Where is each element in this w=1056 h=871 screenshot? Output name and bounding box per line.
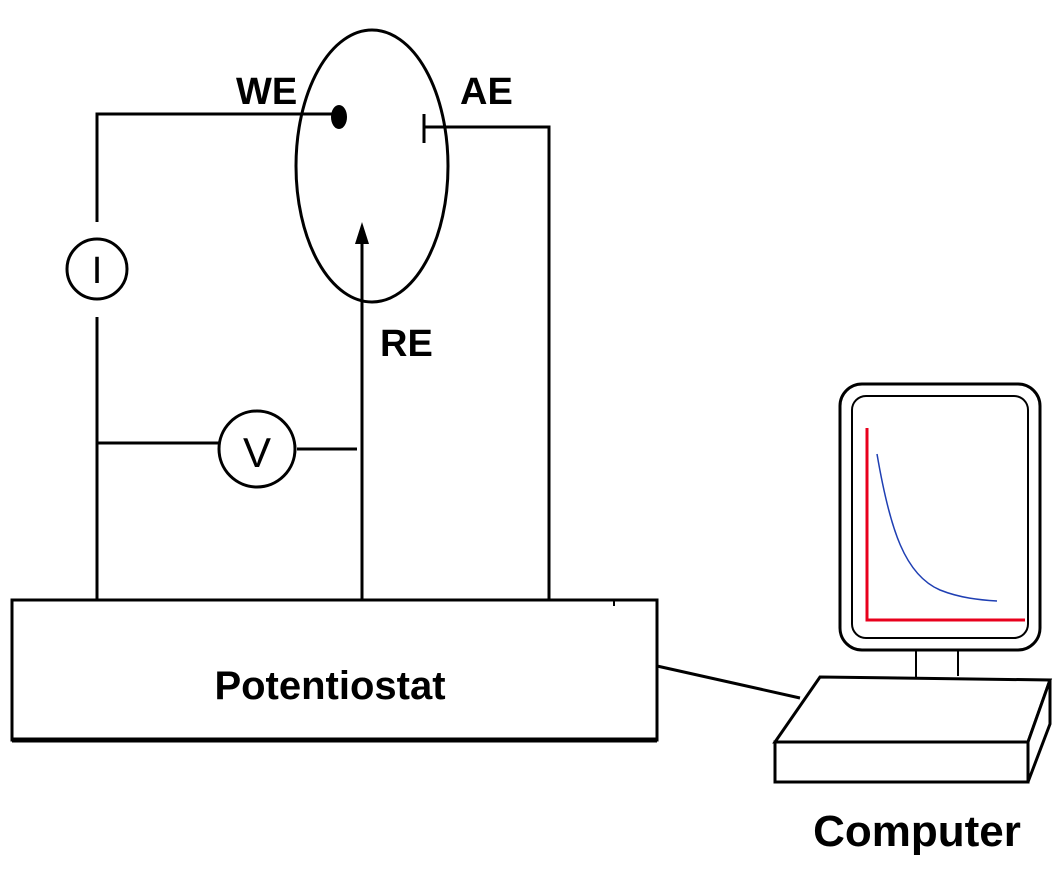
computer bbox=[772, 382, 1053, 784]
computer-base-front bbox=[773, 740, 1030, 784]
screen-plot-curve bbox=[876, 453, 998, 602]
computer-label: Computer bbox=[813, 807, 1021, 856]
electrochemical-cell bbox=[294, 28, 450, 304]
reference-electrode-arrowhead bbox=[355, 222, 369, 244]
ae-label: AE bbox=[460, 71, 513, 113]
computer-base-side bbox=[1026, 679, 1052, 783]
current-meter-label: I bbox=[92, 250, 103, 292]
re-label: RE bbox=[380, 323, 433, 365]
we-wire-top bbox=[95, 112, 335, 222]
screen-plot-axes bbox=[865, 428, 1025, 622]
monitor-screen bbox=[851, 395, 1029, 639]
current-meter bbox=[65, 237, 129, 301]
computer-cable bbox=[656, 664, 801, 700]
voltage-meter bbox=[217, 409, 297, 489]
potentiostat-label: Potentiostat bbox=[214, 664, 445, 708]
potentiostat-box bbox=[10, 598, 659, 743]
working-electrode-dot bbox=[331, 105, 347, 129]
circuit-wires bbox=[95, 112, 801, 700]
computer-base-top bbox=[772, 675, 1053, 744]
we-label: WE bbox=[236, 71, 297, 113]
voltage-meter-label: V bbox=[243, 429, 271, 476]
ae-wire bbox=[424, 125, 551, 600]
